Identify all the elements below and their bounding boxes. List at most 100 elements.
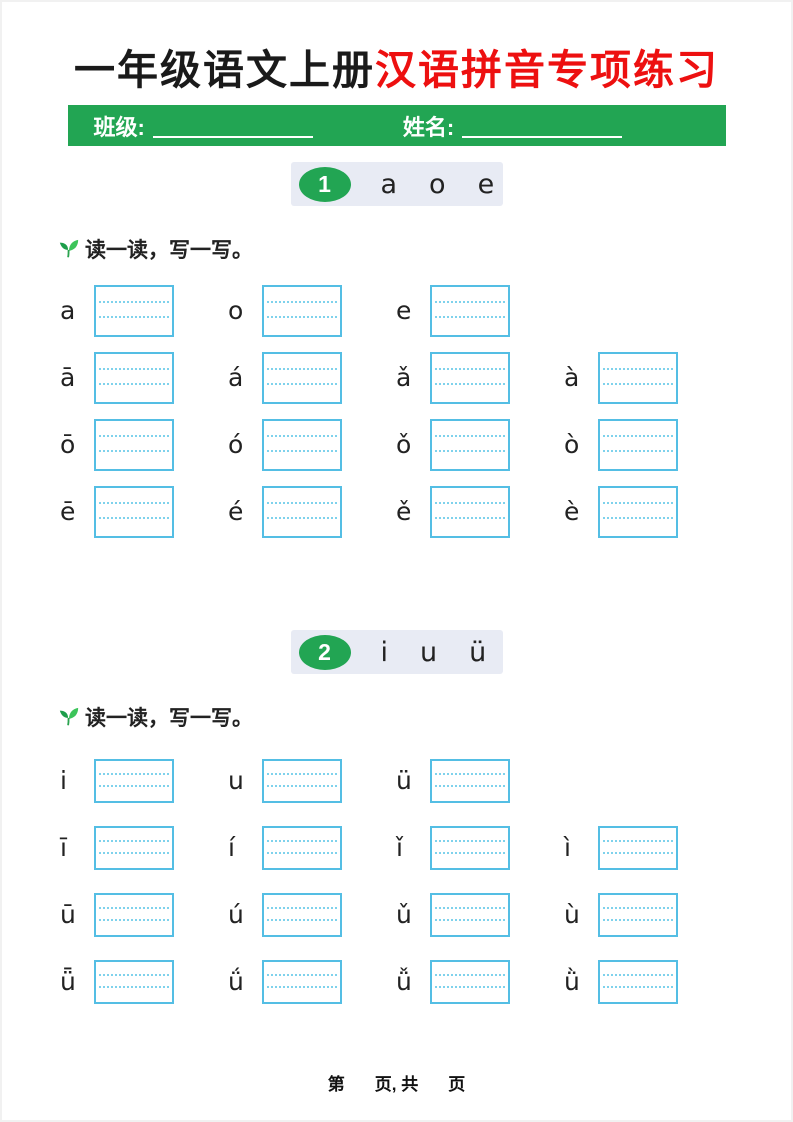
section-2: 2 i u ü 读一读，写一写。 i u ü ī í (2, 630, 791, 1004)
pinyin-cell: ǐ (396, 825, 564, 870)
writing-box[interactable] (430, 485, 510, 538)
badge-letter: u (420, 636, 438, 668)
class-label: 班级: (93, 114, 145, 140)
writing-box[interactable] (94, 758, 174, 803)
section-2-badge: 2 i u ü (290, 630, 503, 675)
pinyin-cell: u (228, 758, 396, 803)
pinyin-letter: ú (228, 900, 244, 930)
writing-box[interactable] (598, 418, 678, 471)
pinyin-letter: ó (228, 430, 244, 460)
pinyin-cell: ó (228, 418, 396, 471)
pinyin-cell: e (396, 284, 564, 337)
pinyin-cell: à (564, 351, 732, 404)
pinyin-letter: ě (396, 497, 412, 527)
pinyin-cell: í (228, 825, 396, 870)
pinyin-letter: é (228, 497, 244, 527)
writing-box[interactable] (262, 418, 342, 471)
pinyin-letter: ǜ (564, 967, 580, 997)
pinyin-cell: ǒ (396, 418, 564, 471)
pinyin-letter: ō (60, 430, 76, 460)
writing-box[interactable] (430, 351, 510, 404)
pinyin-letter: u (228, 766, 244, 796)
writing-box[interactable] (430, 284, 510, 337)
writing-box[interactable] (262, 284, 342, 337)
badge-letter: e (477, 168, 495, 200)
pinyin-letter: ǐ (396, 833, 403, 863)
pinyin-cell: ǚ (396, 959, 564, 1004)
class-blank-line[interactable] (152, 114, 313, 138)
writing-box[interactable] (94, 418, 174, 471)
header-bar: 班级: 姓名: (67, 105, 726, 147)
pinyin-letter: ǚ (396, 967, 412, 997)
page-title: 一年级语文上册汉语拼音专项练习 (2, 47, 791, 93)
pinyin-cell: ē (60, 485, 228, 538)
writing-box[interactable] (598, 351, 678, 404)
section-2-letters: i u ü (381, 637, 487, 668)
pinyin-letter: à (564, 363, 580, 393)
pinyin-cell: i (60, 758, 228, 803)
pinyin-cell: ǜ (564, 959, 732, 1004)
writing-box[interactable] (430, 758, 510, 803)
pinyin-cell: ě (396, 485, 564, 538)
writing-box[interactable] (430, 959, 510, 1004)
writing-box[interactable] (94, 284, 174, 337)
writing-box[interactable] (430, 892, 510, 937)
instruction-text: 读一读，写一写。 (85, 707, 253, 731)
writing-box[interactable] (94, 351, 174, 404)
writing-box[interactable] (262, 825, 342, 870)
writing-box[interactable] (94, 485, 174, 538)
pinyin-cell: ǔ (396, 892, 564, 937)
grid-row: ī í ǐ ì (60, 825, 791, 870)
writing-box[interactable] (598, 892, 678, 937)
pinyin-cell: ù (564, 892, 732, 937)
pinyin-letter: ǘ (228, 967, 244, 997)
name-blank-line[interactable] (462, 114, 623, 138)
pinyin-grid-2: i u ü ī í ǐ ì ū ú ǔ ù ǖ ǘ ǚ ǜ (60, 758, 791, 1004)
pinyin-letter: ē (60, 497, 76, 527)
writing-box[interactable] (94, 959, 174, 1004)
pinyin-cell: ò (564, 418, 732, 471)
leaf-icon (59, 239, 79, 258)
pinyin-letter: ü (396, 766, 412, 796)
writing-box[interactable] (94, 825, 174, 870)
instruction-2: 读一读，写一写。 (58, 702, 791, 732)
pinyin-cell: ā (60, 351, 228, 404)
instruction-1: 读一读，写一写。 (58, 234, 791, 264)
pinyin-cell: ú (228, 892, 396, 937)
writing-box[interactable] (262, 892, 342, 937)
footer-page-prefix: 第 (327, 1075, 345, 1094)
pinyin-letter: è (564, 497, 580, 527)
writing-box[interactable] (262, 758, 342, 803)
writing-box[interactable] (430, 825, 510, 870)
writing-box[interactable] (598, 825, 678, 870)
name-label: 姓名: (402, 114, 455, 140)
pinyin-letter: ù (564, 900, 580, 930)
badge-letter: ü (469, 636, 487, 668)
pinyin-cell: é (228, 485, 396, 538)
writing-box[interactable] (598, 485, 678, 538)
footer-page-suffix: 页 (448, 1075, 466, 1094)
pinyin-letter: á (228, 363, 244, 393)
pinyin-letter: ǒ (396, 430, 412, 460)
page-footer: 第页, 共页 (2, 1070, 791, 1095)
pinyin-letter: ā (60, 363, 76, 393)
instruction-text: 读一读，写一写。 (85, 239, 253, 263)
writing-box[interactable] (262, 485, 342, 538)
pinyin-letter: ǔ (396, 900, 412, 930)
writing-box[interactable] (262, 351, 342, 404)
pinyin-grid-1: a o e ā á ǎ à ō ó ǒ ò ē é ě è (60, 284, 791, 538)
writing-box[interactable] (598, 959, 678, 1004)
section-1-letters: a o e (381, 169, 495, 200)
pinyin-letter: ū (60, 900, 76, 930)
writing-box[interactable] (430, 418, 510, 471)
writing-box[interactable] (262, 959, 342, 1004)
grid-row: ō ó ǒ ò (60, 418, 791, 471)
writing-box[interactable] (94, 892, 174, 937)
grid-row: a o e (60, 284, 791, 337)
pinyin-cell: ü (396, 758, 564, 803)
pinyin-letter: ī (60, 833, 67, 863)
pinyin-letter: ǎ (396, 363, 412, 393)
pinyin-letter: í (228, 833, 235, 863)
pinyin-cell: ǘ (228, 959, 396, 1004)
